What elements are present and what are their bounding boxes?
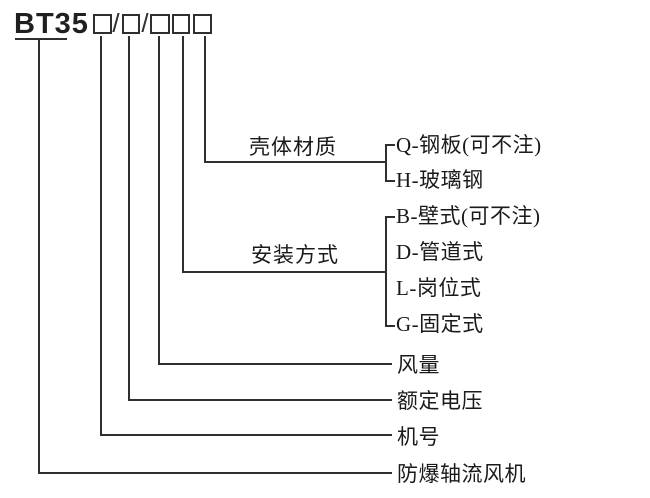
model-underline (15, 38, 67, 40)
shell-material-option-q: Q-钢板(可不注) (396, 133, 542, 157)
mounting-option-b: B-壁式(可不注) (396, 204, 541, 228)
shell-material-bracket-tick-bottom (385, 180, 395, 182)
air-volume-label: 风量 (397, 353, 440, 377)
leader-vertical-machine-no (100, 36, 102, 436)
leader-horizontal-machine-no (100, 434, 392, 436)
code-box-3 (150, 14, 170, 34)
model-prefix-text: BT35 - (14, 8, 109, 40)
mounting-option-g: G-固定式 (396, 312, 484, 336)
code-box-5 (193, 14, 212, 34)
leader-horizontal-rated-voltage (128, 399, 392, 401)
shell-material-bracket-tick-top (385, 144, 395, 146)
mounting-bracket-tick-bottom (385, 325, 395, 327)
code-box-2 (122, 14, 140, 34)
shell-material-option-h: H-玻璃钢 (396, 168, 484, 192)
mounting-bracket-vertical (385, 216, 387, 327)
leader-vertical-product (38, 40, 40, 474)
separator-slash-1: / (112, 8, 120, 38)
leader-horizontal-mounting (182, 271, 387, 273)
leader-horizontal-product (38, 472, 392, 474)
leader-vertical-rated-voltage (128, 36, 130, 401)
machine-no-label: 机号 (397, 425, 440, 449)
leader-horizontal-shell-material (204, 161, 387, 163)
leader-vertical-shell-material (204, 36, 206, 163)
leader-vertical-mounting (182, 36, 184, 273)
mounting-label: 安装方式 (251, 243, 339, 267)
leader-vertical-air-volume (158, 36, 160, 365)
separator-slash-2: / (141, 8, 149, 38)
code-box-1 (93, 14, 112, 34)
product-label: 防爆轴流风机 (397, 462, 526, 486)
mounting-option-l: L-岗位式 (396, 276, 482, 300)
mounting-bracket-tick-top (385, 216, 395, 218)
code-box-4 (172, 14, 190, 34)
shell-material-label: 壳体材质 (249, 135, 337, 159)
mounting-option-d: D-管道式 (396, 240, 484, 264)
shell-material-bracket-vertical (385, 144, 387, 182)
rated-voltage-label: 额定电压 (397, 389, 483, 413)
leader-horizontal-air-volume (158, 363, 392, 365)
